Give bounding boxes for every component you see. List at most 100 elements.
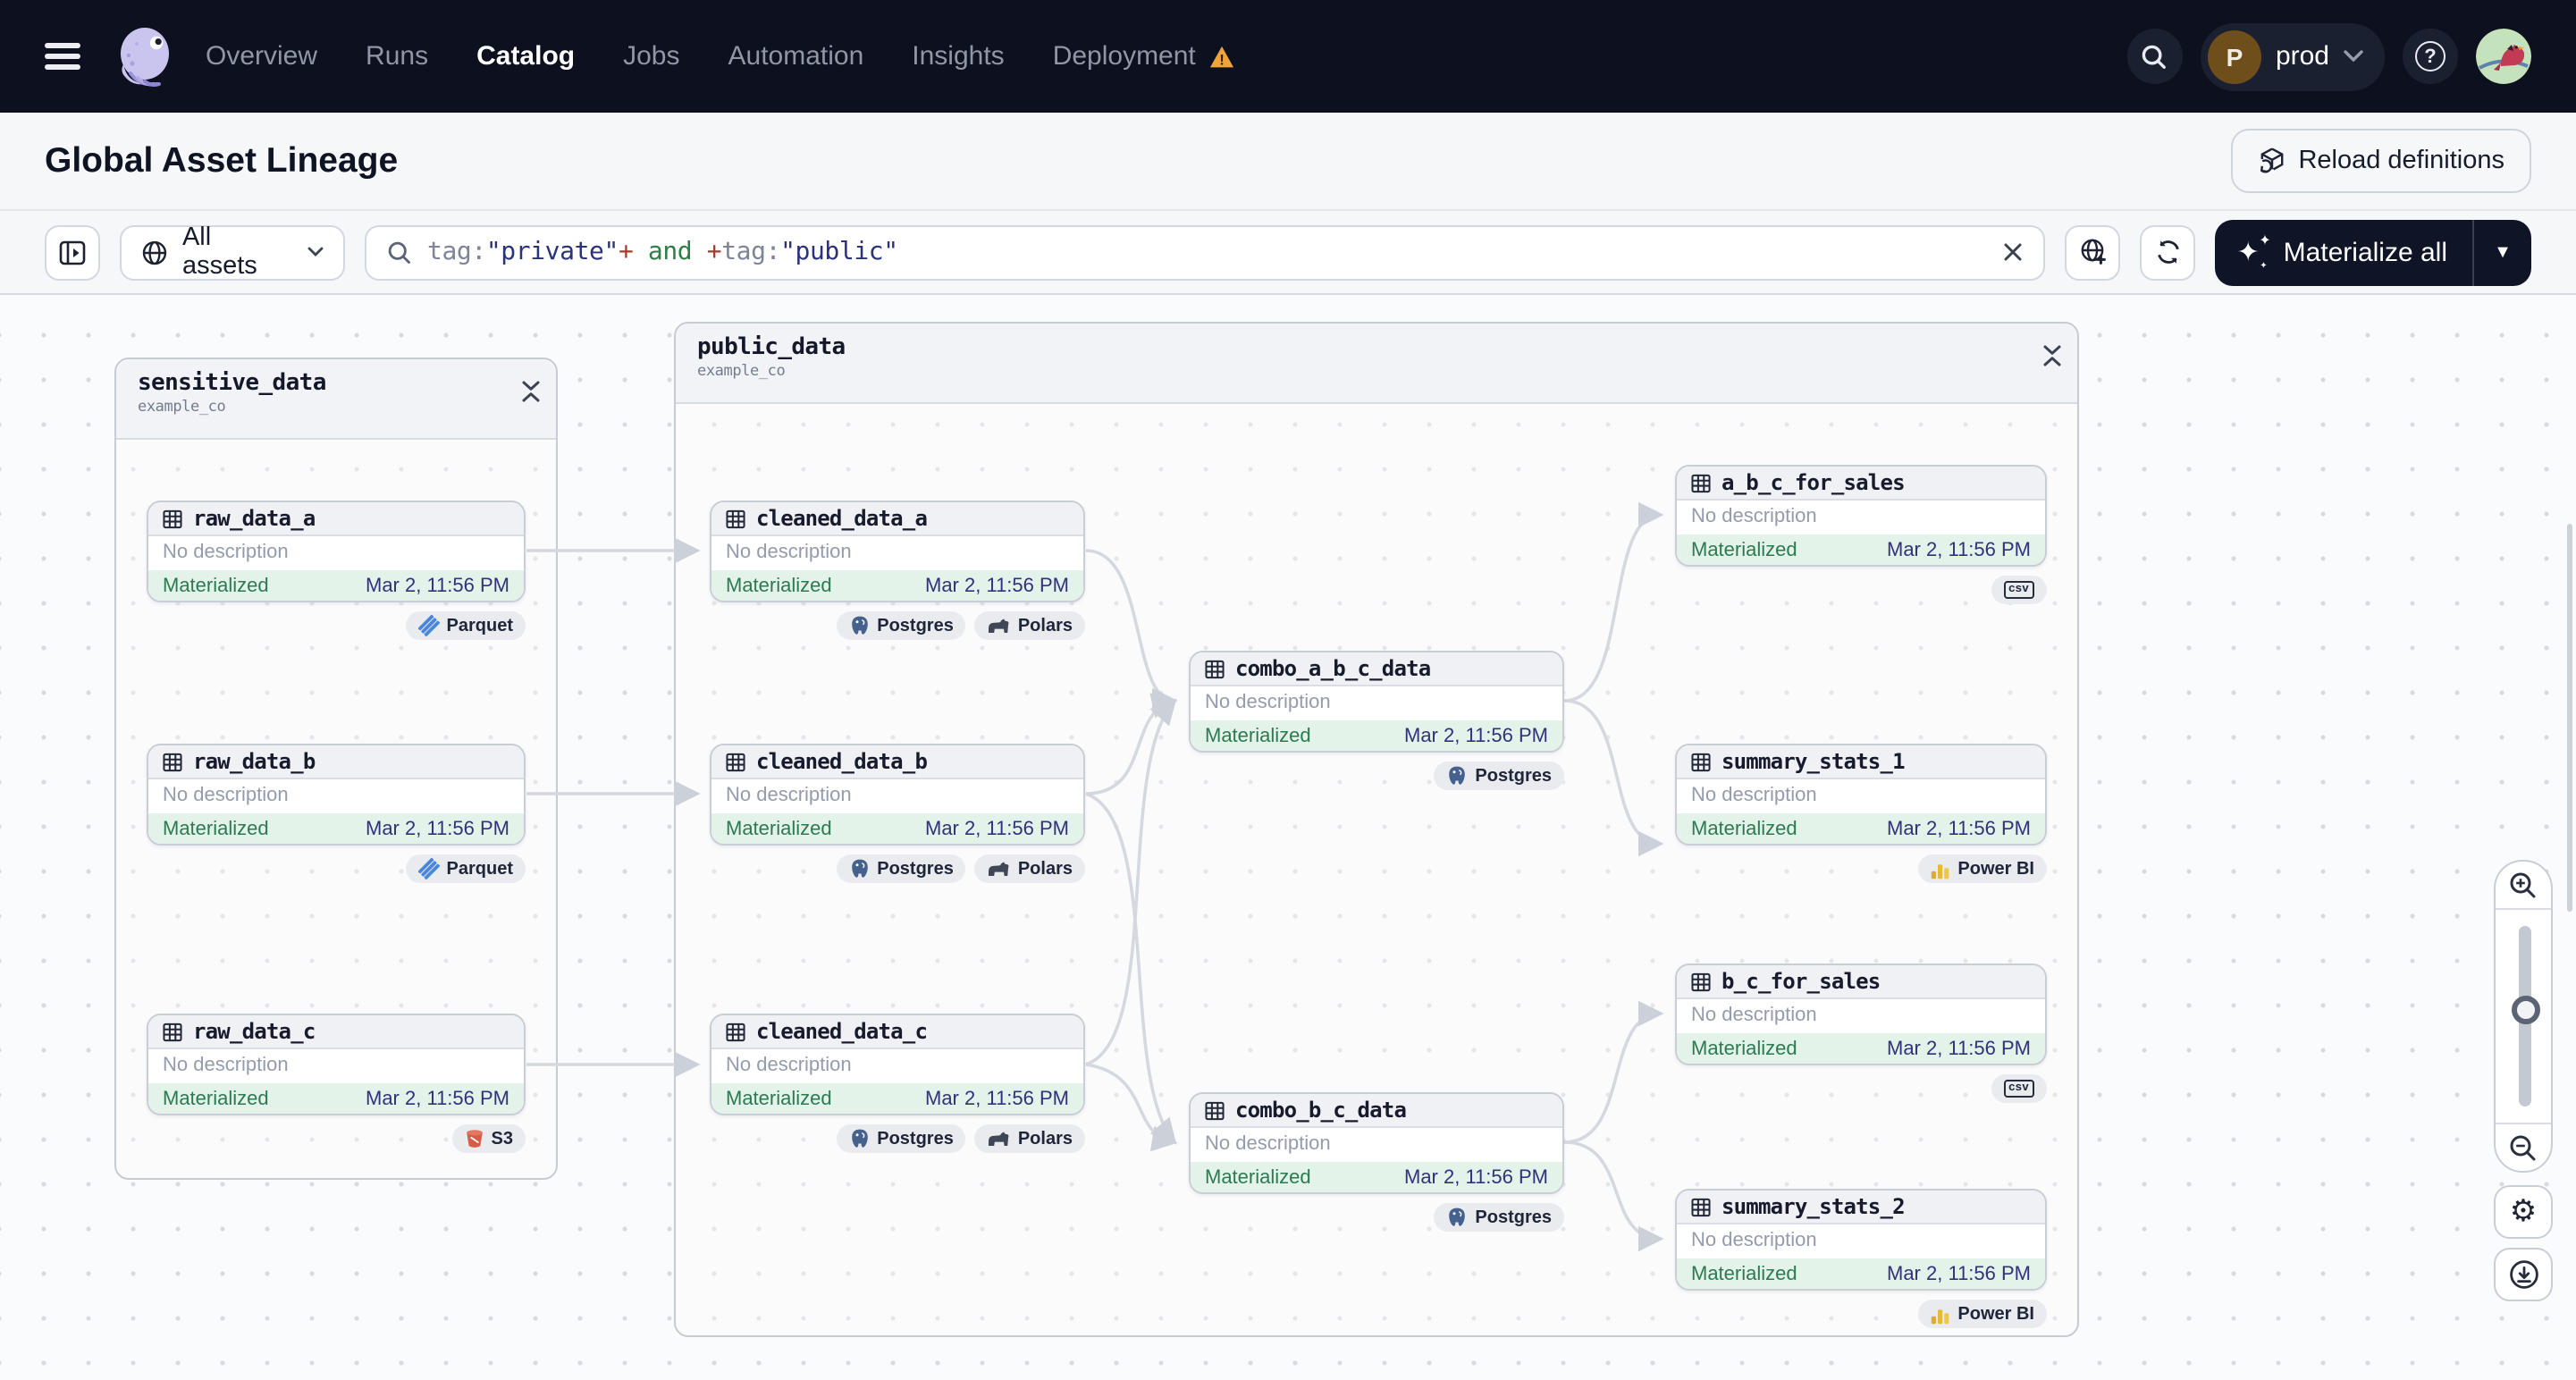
sparkles-icon: ✦✦✦: [2236, 231, 2271, 271]
help-button[interactable]: ?: [2403, 29, 2458, 84]
kind-badge-polars[interactable]: Polars: [974, 854, 1085, 883]
asset-status-row: Materialized Mar 2, 11:56 PM: [1191, 1162, 1562, 1192]
globe-plus-icon: [2081, 239, 2106, 265]
asset-filter-input[interactable]: tag:"private"+ and +tag:"public": [365, 224, 2046, 280]
kind-badge-csv[interactable]: csv: [1991, 576, 2047, 604]
kind-badge-postgres[interactable]: Postgres: [836, 611, 966, 640]
asset-status-row: Materialized Mar 2, 11:56 PM: [1677, 1258, 2045, 1289]
dagster-logo-icon[interactable]: [109, 21, 181, 92]
asset-node-combo-a-b-c-data[interactable]: combo_a_b_c_data No description Material…: [1189, 651, 1564, 753]
asset-name: cleaned_data_c: [756, 1019, 928, 1044]
graph-settings-button[interactable]: ⚙: [2494, 1185, 2553, 1239]
nav-item-overview[interactable]: Overview: [206, 41, 318, 72]
nav-links: Overview Runs Catalog Jobs Automation In…: [206, 41, 1235, 72]
group-header[interactable]: public_data example_co: [676, 324, 2077, 404]
asset-description: No description: [1691, 1230, 1817, 1251]
asset-status-row: Materialized Mar 2, 11:56 PM: [148, 570, 524, 601]
nav-item-automation[interactable]: Automation: [728, 41, 864, 72]
kind-badge-postgres[interactable]: Postgres: [836, 1124, 966, 1153]
lineage-edges: [526, 501, 1664, 1252]
asset-name: summary_stats_1: [1722, 749, 1906, 774]
zoom-out-icon: [2510, 1134, 2536, 1160]
asset-node-summary-stats-1[interactable]: summary_stats_1 No description Materiali…: [1675, 744, 2047, 846]
postgres-icon: [851, 616, 868, 635]
nav-item-deployment[interactable]: Deployment !: [1053, 41, 1235, 72]
asset-node-cleaned-data-c[interactable]: cleaned_data_c No description Materializ…: [710, 1014, 1085, 1115]
table-icon: [1205, 1100, 1225, 1120]
asset-node-a-b-c-for-sales[interactable]: a_b_c_for_sales No description Materiali…: [1675, 465, 2047, 567]
kind-badge-polars[interactable]: Polars: [974, 611, 1085, 640]
polars-icon: [989, 862, 1010, 876]
status-badge: Materialized: [1691, 1038, 1797, 1059]
lineage-canvas[interactable]: sensitive_data example_co public_data ex…: [0, 295, 2576, 1380]
asset-status-row: Materialized Mar 2, 11:56 PM: [1677, 813, 2045, 844]
user-avatar[interactable]: [2476, 29, 2531, 84]
status-badge: Materialized: [1205, 725, 1311, 746]
status-badge: Materialized: [1691, 1263, 1797, 1284]
clear-filter-icon[interactable]: [2003, 241, 2025, 263]
refresh-button[interactable]: [2140, 224, 2196, 280]
open-panel-icon: [59, 240, 86, 265]
materialize-options-caret[interactable]: ▼: [2472, 219, 2531, 285]
materialization-timestamp: Mar 2, 11:56 PM: [1887, 1263, 2031, 1284]
asset-node-raw-data-c[interactable]: raw_data_c No description Materialized M…: [147, 1014, 526, 1115]
kind-badge-postgres[interactable]: Postgres: [1434, 1203, 1564, 1232]
deployment-switcher[interactable]: P prod: [2200, 22, 2385, 90]
asset-node-combo-b-c-data[interactable]: combo_b_c_data No description Materializ…: [1189, 1092, 1564, 1194]
kind-badge-s3[interactable]: S3: [451, 1124, 526, 1153]
edge: [1085, 1063, 1178, 1152]
group-header[interactable]: sensitive_data example_co: [116, 359, 556, 440]
materialization-timestamp: Mar 2, 11:56 PM: [366, 1088, 509, 1109]
asset-node-raw-data-a[interactable]: raw_data_a No description Materialized M…: [147, 501, 526, 602]
zoom-slider-handle[interactable]: [2511, 996, 2539, 1024]
asset-description: No description: [163, 542, 289, 563]
toggle-sidebar-button[interactable]: [45, 224, 100, 280]
edge: [1563, 501, 1664, 703]
asset-node-raw-data-b[interactable]: raw_data_b No description Materialized M…: [147, 744, 526, 846]
scrollbar[interactable]: [2567, 524, 2572, 912]
new-asset-selection-button[interactable]: [2065, 224, 2121, 280]
status-badge: Materialized: [163, 575, 269, 596]
kind-badge-postgres[interactable]: Postgres: [1434, 762, 1564, 790]
asset-name: raw_data_c: [193, 1019, 316, 1044]
kind-badge-powerbi[interactable]: Power BI: [1918, 1300, 2047, 1328]
asset-node-cleaned-data-b[interactable]: cleaned_data_b No description Materializ…: [710, 744, 1085, 846]
kind-badge-csv[interactable]: csv: [1991, 1074, 2047, 1103]
asset-name: a_b_c_for_sales: [1722, 470, 1906, 495]
postgres-icon: [1449, 766, 1466, 785]
menu-icon[interactable]: [45, 43, 80, 70]
kind-badge-postgres[interactable]: Postgres: [836, 854, 966, 883]
asset-description: No description: [163, 785, 289, 806]
kind-badge-powerbi[interactable]: Power BI: [1918, 854, 2047, 883]
collapse-group-icon[interactable]: [522, 381, 540, 402]
collapse-group-icon[interactable]: [2043, 345, 2061, 366]
asset-status-row: Materialized Mar 2, 11:56 PM: [711, 813, 1083, 844]
table-icon: [163, 509, 182, 528]
search-button[interactable]: [2126, 29, 2183, 84]
zoom-out-button[interactable]: [2496, 1123, 2551, 1171]
nav-item-runs[interactable]: Runs: [366, 41, 429, 72]
asset-name: summary_stats_2: [1722, 1194, 1906, 1219]
kind-badge-polars[interactable]: Polars: [974, 1124, 1085, 1153]
asset-description: No description: [726, 785, 852, 806]
nav-item-jobs[interactable]: Jobs: [623, 41, 680, 72]
postgres-icon: [851, 1129, 868, 1148]
asset-node-cleaned-data-a[interactable]: cleaned_data_a No description Materializ…: [710, 501, 1085, 602]
reload-definitions-button[interactable]: Reload definitions: [2230, 129, 2531, 193]
table-icon: [726, 752, 745, 771]
nav-item-catalog[interactable]: Catalog: [476, 41, 576, 72]
zoom-in-button[interactable]: [2496, 862, 2551, 910]
download-image-button[interactable]: [2494, 1248, 2553, 1301]
zoom-slider[interactable]: [2496, 910, 2551, 1123]
kind-badge-parquet[interactable]: Parquet: [405, 854, 526, 883]
nav-item-insights[interactable]: Insights: [912, 41, 1005, 72]
materialize-all-button[interactable]: ✦✦✦ Materialize all: [2216, 219, 2472, 285]
kind-badge-parquet[interactable]: Parquet: [405, 611, 526, 640]
materialize-all-label: Materialize all: [2283, 237, 2447, 267]
asset-description: No description: [1205, 692, 1331, 713]
asset-node-b-c-for-sales[interactable]: b_c_for_sales No description Materialize…: [1675, 963, 2047, 1065]
asset-node-summary-stats-2[interactable]: summary_stats_2 No description Materiali…: [1675, 1189, 2047, 1291]
materialization-timestamp: Mar 2, 11:56 PM: [925, 1088, 1069, 1109]
asset-scope-dropdown[interactable]: All assets: [120, 223, 345, 281]
